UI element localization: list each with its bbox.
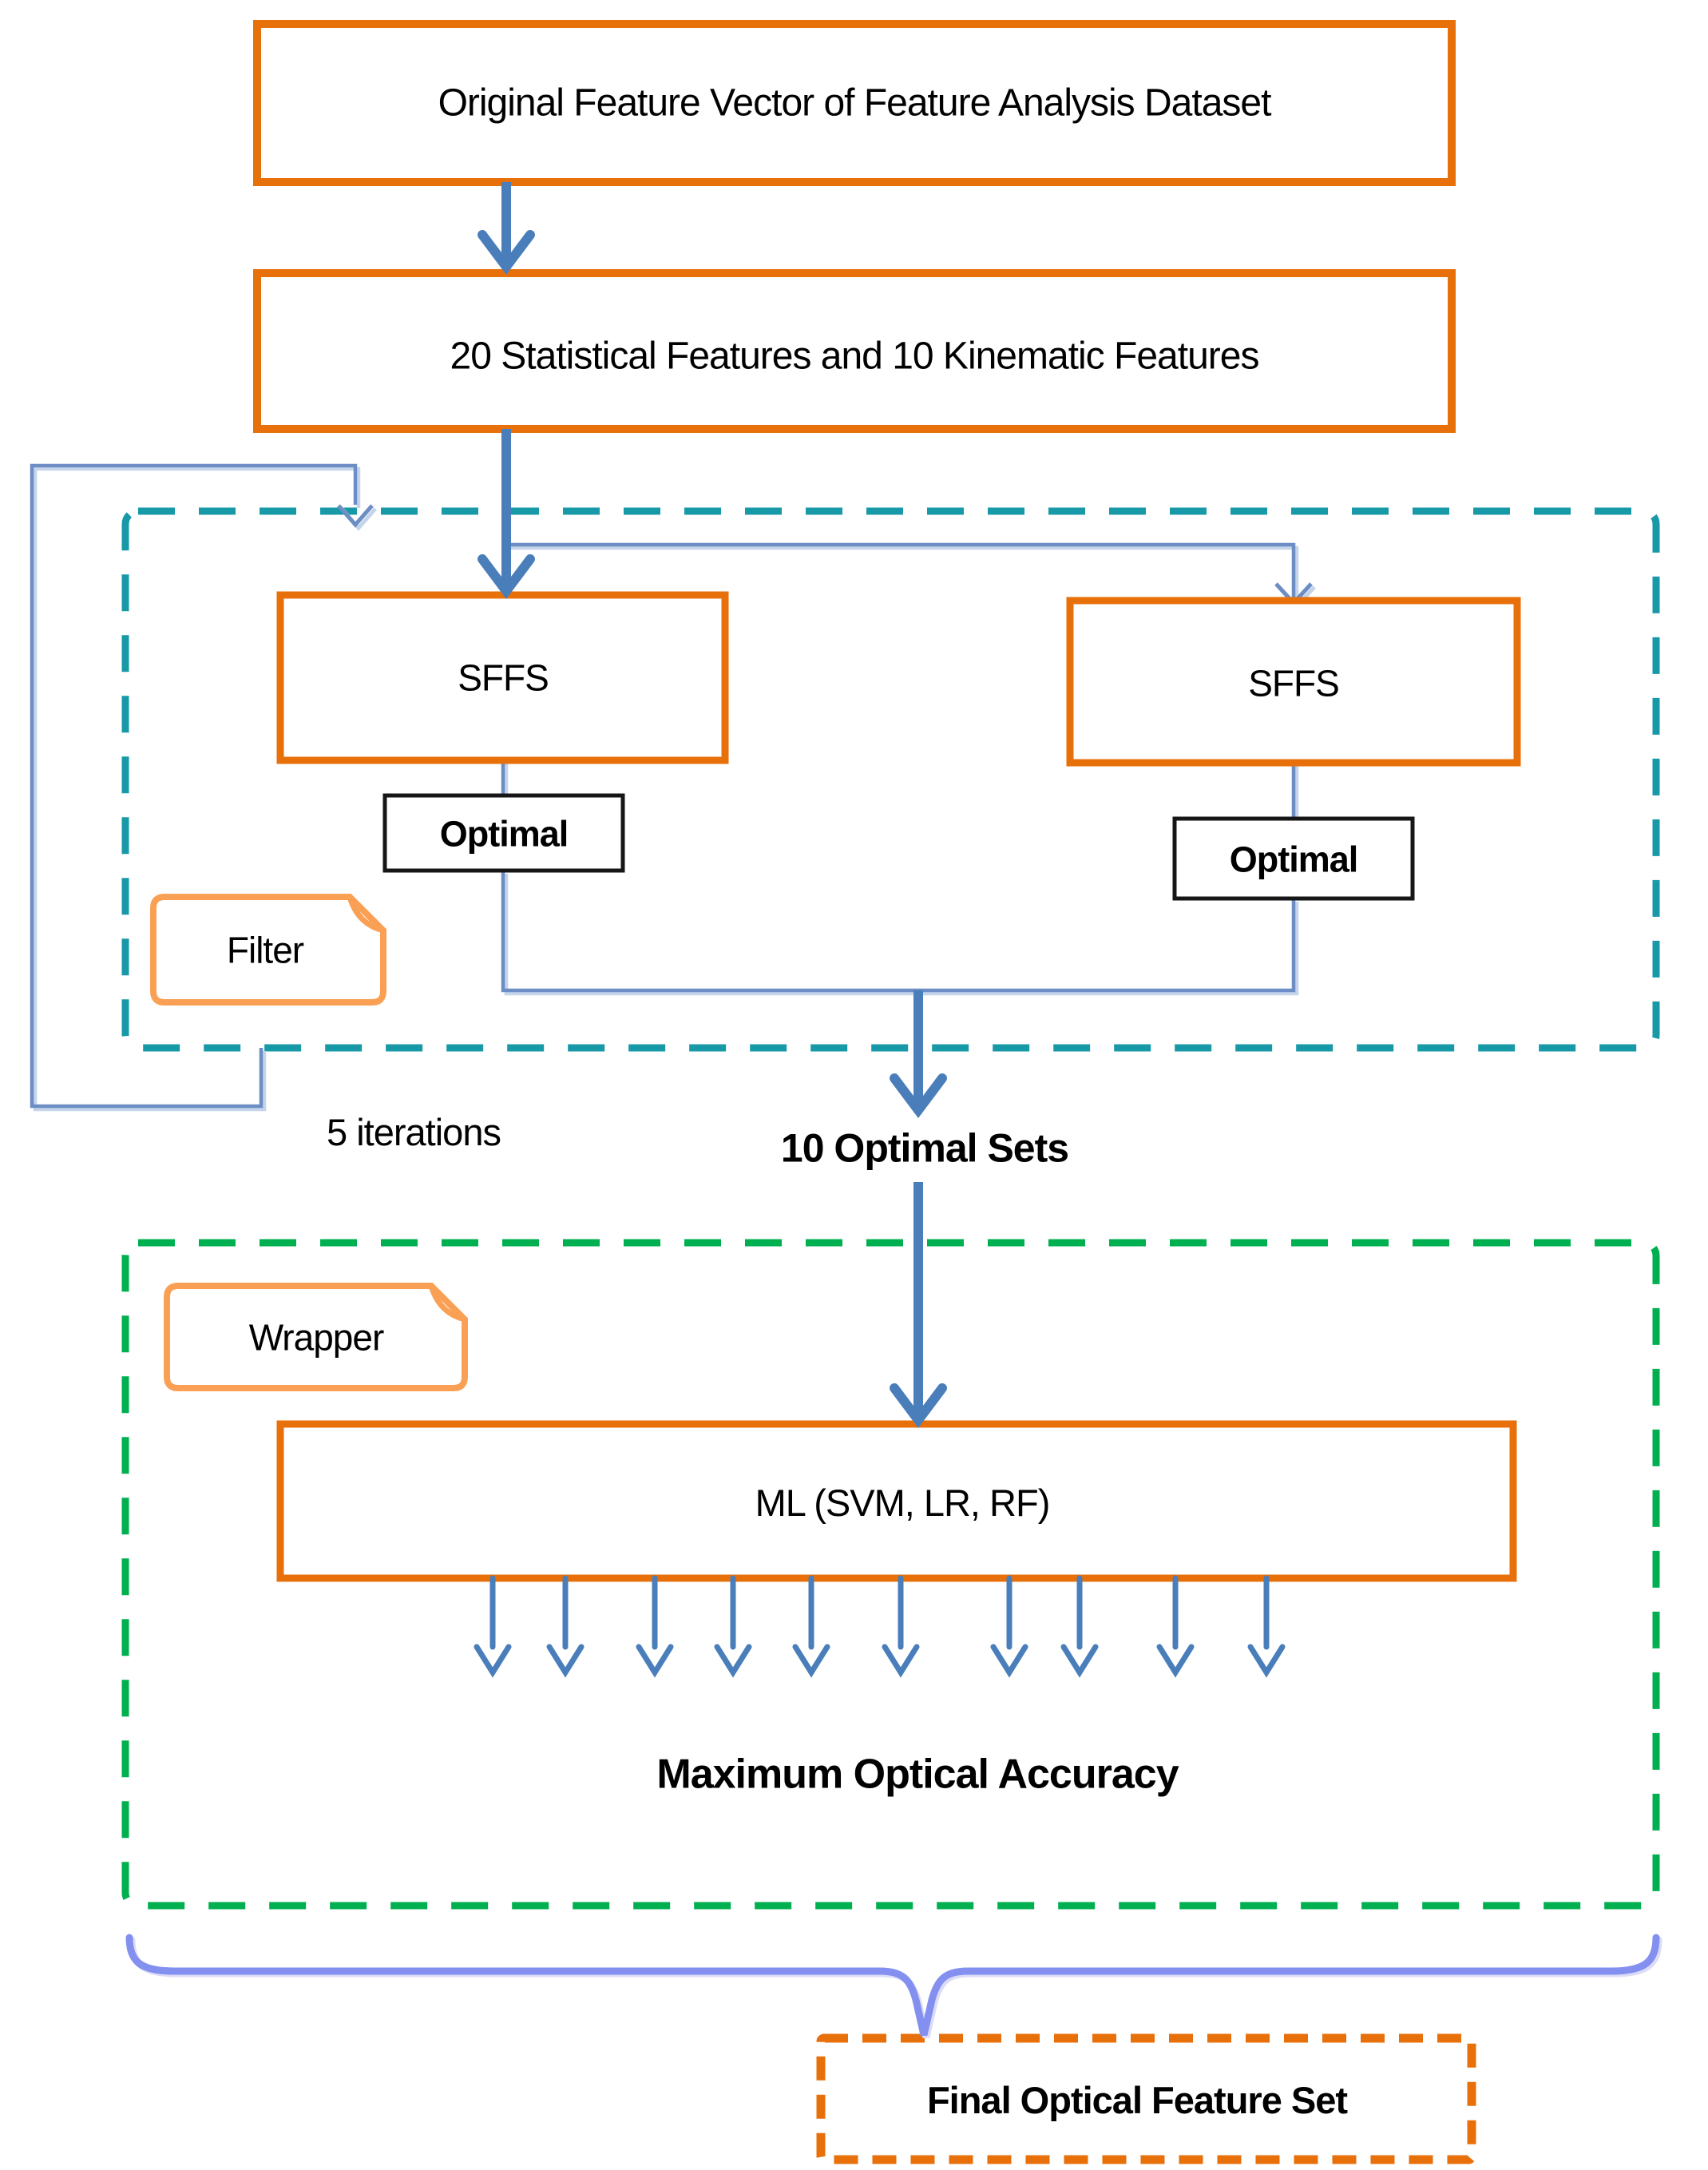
wrapper-tag — [164, 1283, 468, 1391]
ml-box-label: ML (SVM, LR, RF) — [755, 1482, 1051, 1525]
optimal-left-box — [382, 793, 625, 873]
sffs-right-label: SFFS — [1248, 662, 1340, 704]
ml-output-arrow — [636, 1575, 674, 1678]
arrow-merge-to-optimal-sets — [890, 990, 947, 1118]
ml-output-arrow — [990, 1575, 1028, 1678]
ml-output-arrow — [1156, 1575, 1195, 1678]
ml-output-arrows — [474, 1575, 1286, 1678]
optimal-merge-connector — [501, 871, 1296, 993]
ml-output-arrow — [1060, 1575, 1099, 1678]
filter-tag-label: Filter — [226, 929, 304, 971]
arrow-original-to-features — [478, 182, 535, 275]
arrow-optimal-sets-to-ml — [890, 1182, 947, 1428]
ml-output-arrow — [792, 1575, 830, 1678]
ml-output-arrow — [474, 1575, 512, 1678]
max-accuracy-label: Maximum Optical Accuracy — [656, 1751, 1179, 1798]
final-feature-set-label: Final Optical Feature Set — [926, 2079, 1348, 2122]
filter-tag — [150, 894, 386, 1006]
sffs-right-box — [1066, 597, 1521, 767]
statistical-features-label: 20 Statistical Features and 10 Kinematic… — [450, 335, 1260, 378]
wrapper-tag-shape — [164, 1283, 468, 1391]
ml-output-arrow — [1247, 1575, 1286, 1678]
sffs-left-box — [276, 591, 729, 764]
loop-arrowhead-icon — [337, 504, 374, 528]
arrowhead-icon — [890, 1073, 947, 1118]
arrowhead-icon — [890, 1383, 947, 1428]
wrapper-tag-label: Wrapper — [248, 1316, 385, 1359]
filter-tag-shape — [150, 894, 386, 1006]
arrow-features-to-sffs — [478, 429, 535, 599]
iteration-loop-connector — [30, 463, 374, 1109]
optimal-sets-label: 10 Optimal Sets — [780, 1125, 1069, 1171]
sffs-left-label: SFFS — [458, 657, 549, 699]
original-feature-vector-box — [253, 20, 1456, 186]
ml-box — [276, 1420, 1517, 1582]
wrapper-tag-fold-icon — [428, 1284, 466, 1323]
iterations-note: 5 iterations — [327, 1111, 501, 1154]
optimal-right-label: Optimal — [1229, 839, 1359, 880]
statistical-kinematic-features-box — [253, 269, 1456, 433]
brace-icon — [125, 1934, 1660, 2036]
filter-stage-container — [121, 507, 1660, 1052]
branch-line — [506, 542, 1296, 597]
arrowhead-icon — [478, 230, 535, 275]
wrapper-stage-container — [121, 1239, 1660, 1910]
original-feature-vector-label: Original Feature Vector of Feature Analy… — [438, 81, 1272, 125]
filter-tag-fold-icon — [347, 895, 384, 934]
optimal-left-label: Optimal — [439, 813, 569, 855]
arrowhead-icon — [478, 554, 535, 599]
ml-output-arrow — [546, 1575, 585, 1678]
final-feature-set-box — [816, 2033, 1476, 2164]
iteration-loop-line — [30, 463, 358, 1109]
optimal-right-box — [1172, 816, 1415, 901]
ml-output-arrow — [714, 1575, 752, 1678]
ml-output-arrow — [882, 1575, 920, 1678]
